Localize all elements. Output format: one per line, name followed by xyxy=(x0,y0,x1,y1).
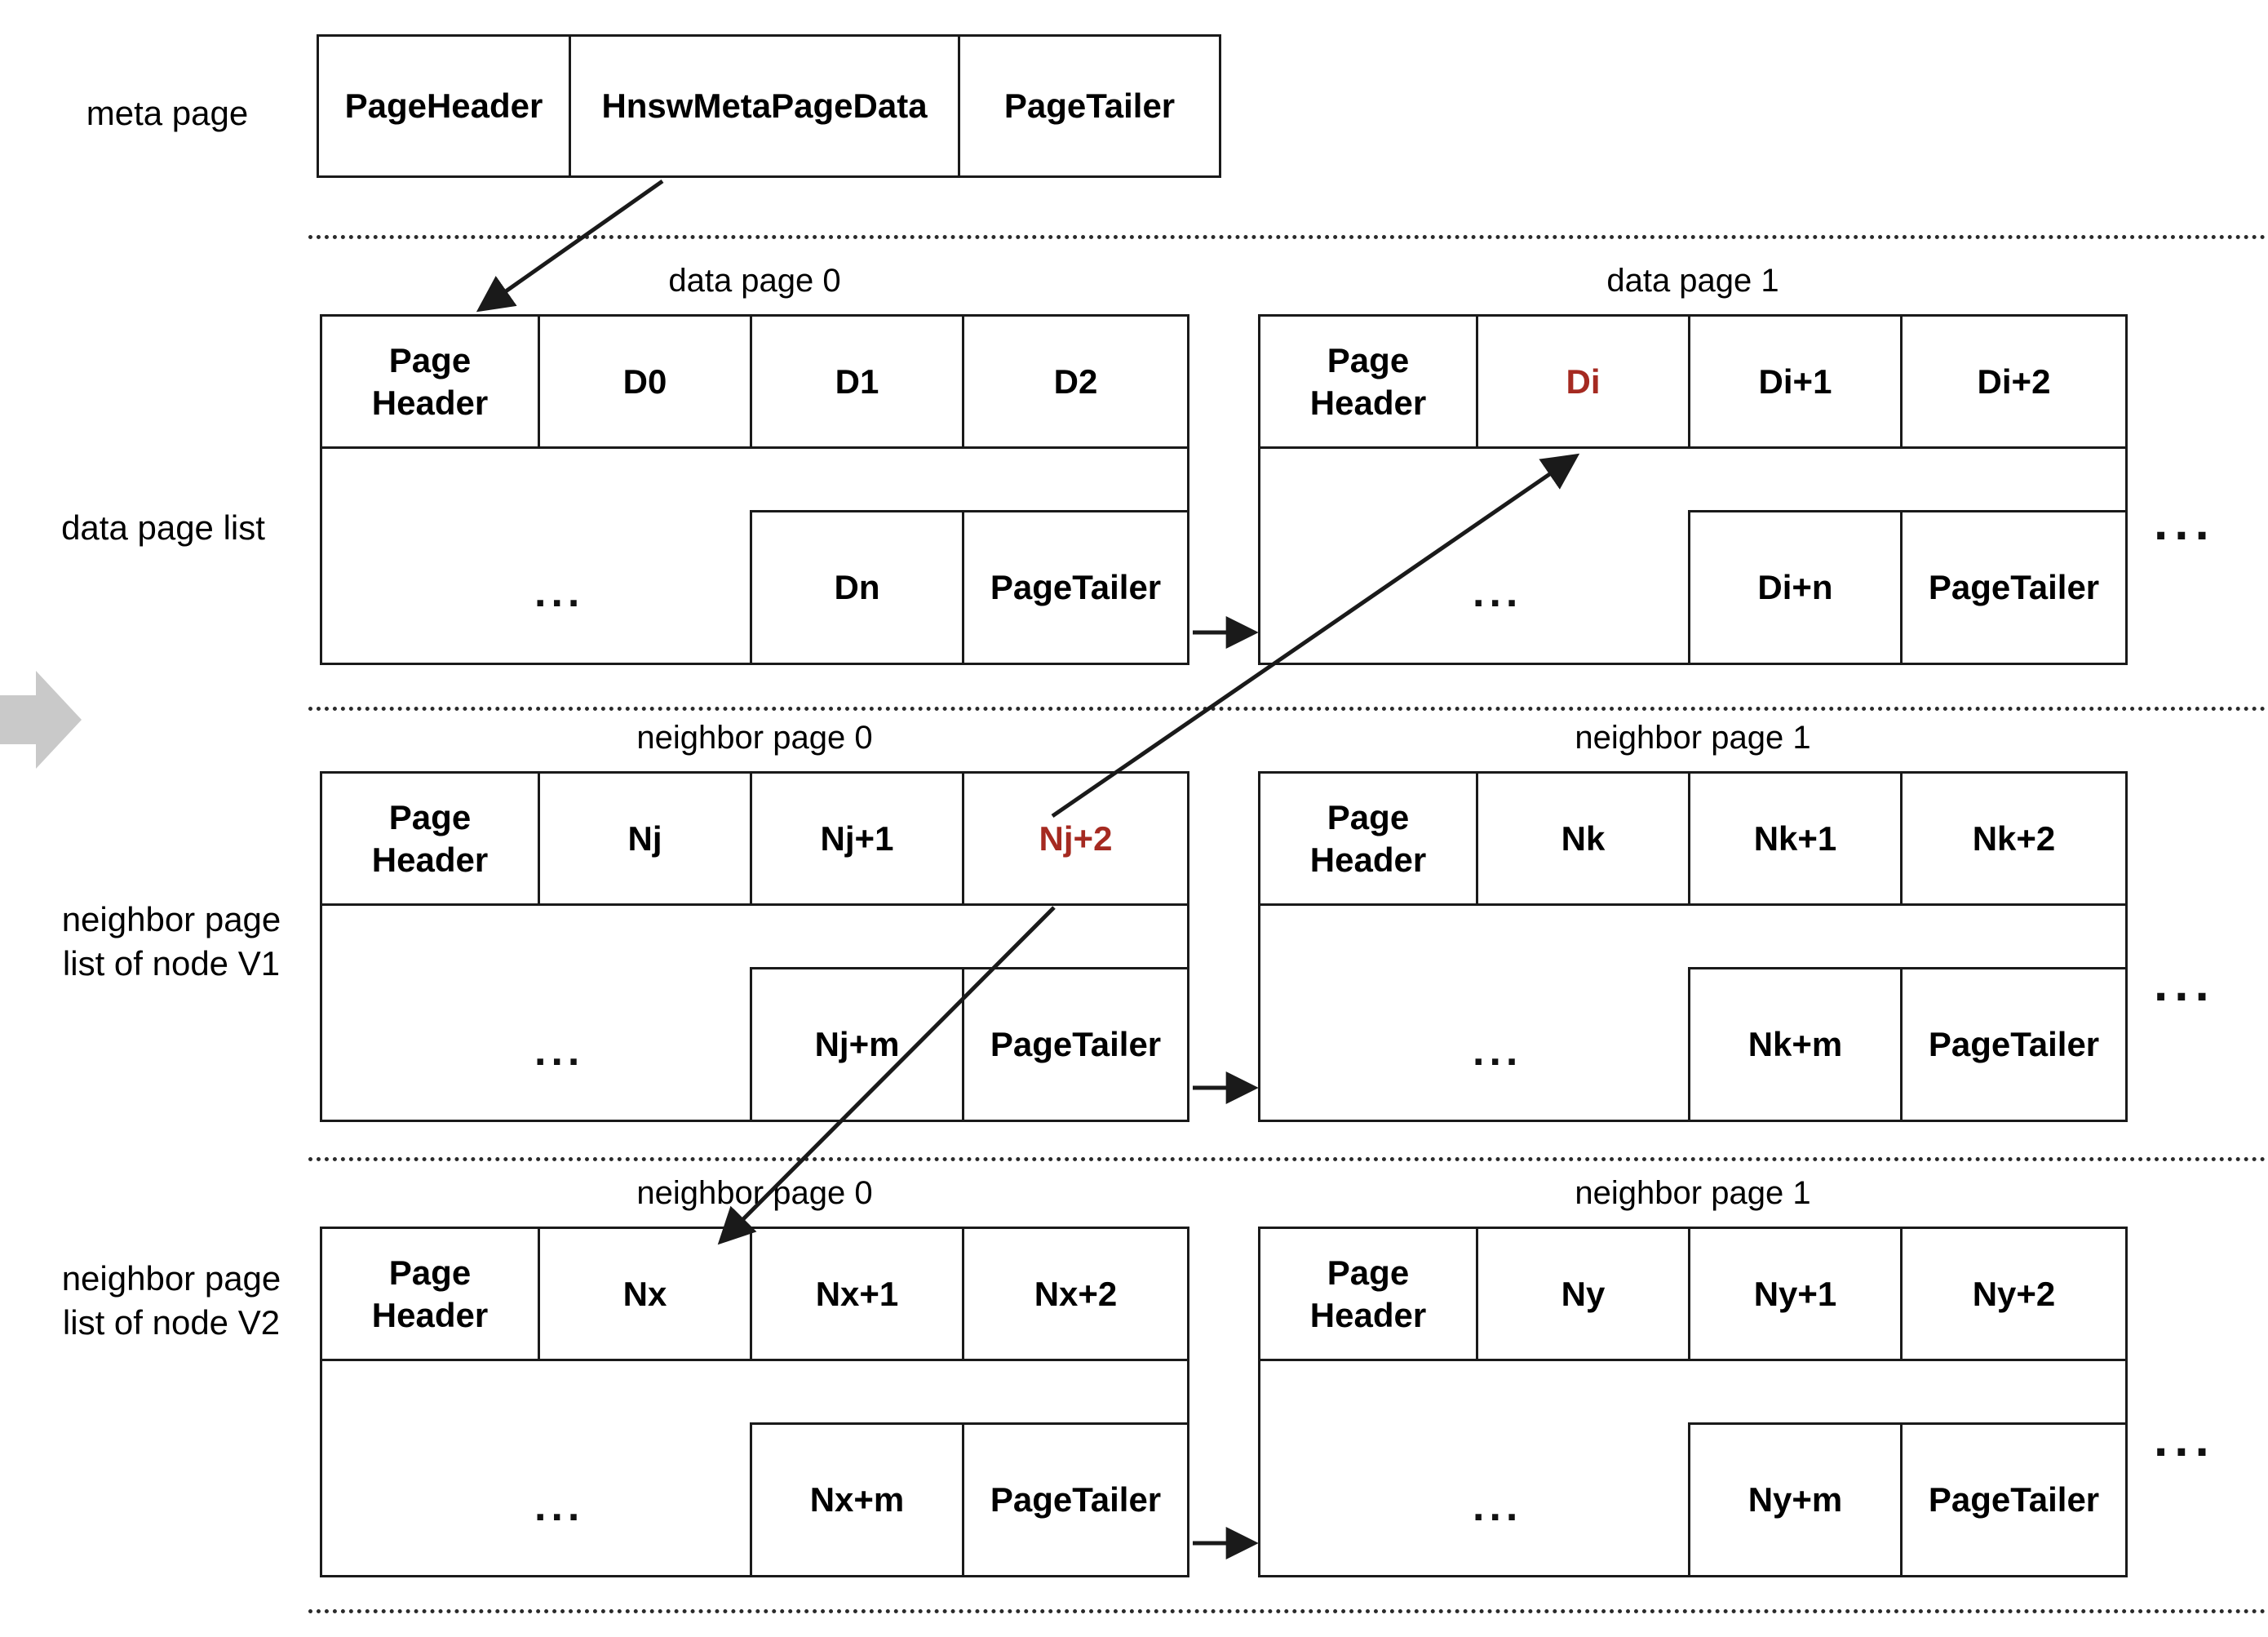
neighbor-v1-page-1-cell-nk-plus-2: Nk+2 xyxy=(1900,771,2128,906)
neighbor-v2-page-0-row2-ellipsis: ... xyxy=(534,1483,585,1530)
neighbor-v1-continuation-ellipsis: ... xyxy=(2154,956,2216,1012)
data-page-0-cell-dn: Dn xyxy=(750,510,964,665)
caption-neighbor-v2-page-0: neighbor page 0 xyxy=(636,1175,873,1211)
gray-pointer-arrow xyxy=(0,671,82,769)
data-page-1-cell-di: Di xyxy=(1476,314,1690,449)
data-page-0-cell-d0: D0 xyxy=(538,314,752,449)
section-separator-3 xyxy=(308,1157,2266,1161)
neighbor-v2-page-1-cell-page-tailer: PageTailer xyxy=(1900,1422,2128,1577)
data-page-1-cell-di-plus-2: Di+2 xyxy=(1900,314,2128,449)
data-page-0-cell-d1: D1 xyxy=(750,314,964,449)
neighbor-v1-page-0-cell-nj-plus-m: Nj+m xyxy=(750,967,964,1122)
section-separator-4 xyxy=(308,1609,2266,1613)
caption-data-page-0: data page 0 xyxy=(668,263,841,299)
neighbor-v1-page-1-cell-page-header: Page Header xyxy=(1258,771,1478,906)
neighbor-v1-page-0-cell-nj-plus-2: Nj+2 xyxy=(962,771,1189,906)
data-page-0-cell-page-header: Page Header xyxy=(320,314,540,449)
neighbor-v2-page-1-cell-page-header: Page Header xyxy=(1258,1227,1478,1361)
data-page-0-cell-d2: D2 xyxy=(962,314,1189,449)
meta-page-cell-page-tailer: PageTailer xyxy=(958,34,1221,178)
caption-neighbor-v2-page-1: neighbor page 1 xyxy=(1575,1175,1811,1211)
data-page-0-row2-ellipsis: ... xyxy=(534,569,585,616)
neighbor-v2-page-1-row2-ellipsis: ... xyxy=(1473,1483,1523,1530)
caption-neighbor-v1-page-1: neighbor page 1 xyxy=(1575,720,1811,756)
neighbor-v1-page-0-cell-page-tailer: PageTailer xyxy=(962,967,1189,1122)
neighbor-v1-page-0-cell-page-header: Page Header xyxy=(320,771,540,906)
neighbor-v1-page-1-cell-nk-plus-m: Nk+m xyxy=(1688,967,1903,1122)
section-separator-1 xyxy=(308,235,2266,239)
meta-page-cell-hnsw-meta-page-data: HnswMetaPageData xyxy=(569,34,960,178)
caption-data-page-1: data page 1 xyxy=(1606,263,1779,299)
neighbor-v1-page-0-cell-nj: Nj xyxy=(538,771,752,906)
neighbor-v1-page-0-cell-nj-plus-1: Nj+1 xyxy=(750,771,964,906)
row-label-meta-page: meta page xyxy=(86,94,249,132)
data-page-1-cell-page-header: Page Header xyxy=(1258,314,1478,449)
data-page-1-cell-page-tailer: PageTailer xyxy=(1900,510,2128,665)
neighbor-v1-page-1-cell-page-tailer: PageTailer xyxy=(1900,967,2128,1122)
neighbor-v2-page-1-cell-ny-plus-2: Ny+2 xyxy=(1900,1227,2128,1361)
row-label-neighbor-list-v2: neighbor page list of node V2 xyxy=(61,1259,281,1342)
neighbor-v2-page-0-cell-page-tailer: PageTailer xyxy=(962,1422,1189,1577)
neighbor-v2-page-1-cell-ny-plus-m: Ny+m xyxy=(1688,1422,1903,1577)
meta-page-cell-page-header: PageHeader xyxy=(317,34,571,178)
row-label-neighbor-list-v1: neighbor page list of node V1 xyxy=(61,900,281,983)
neighbor-v2-continuation-ellipsis: ... xyxy=(2154,1411,2216,1467)
row-label-data-page-list: data page list xyxy=(61,508,265,547)
section-separator-2 xyxy=(308,707,2266,711)
neighbor-v1-page-1-cell-nk-plus-1: Nk+1 xyxy=(1688,771,1903,906)
neighbor-v2-page-0-cell-nx: Nx xyxy=(538,1227,752,1361)
data-page-1-cell-di-plus-1: Di+1 xyxy=(1688,314,1903,449)
neighbor-v1-page-1-cell-nk: Nk xyxy=(1476,771,1690,906)
neighbor-v2-page-1-cell-ny: Ny xyxy=(1476,1227,1690,1361)
neighbor-v2-page-0-cell-nx-plus-1: Nx+1 xyxy=(750,1227,964,1361)
data-page-0-cell-page-tailer: PageTailer xyxy=(962,510,1189,665)
neighbor-v2-page-0-cell-nx-plus-m: Nx+m xyxy=(750,1422,964,1577)
data-page-1-cell-di-plus-n: Di+n xyxy=(1688,510,1903,665)
data-page-1-row2-ellipsis: ... xyxy=(1473,569,1523,616)
neighbor-v2-page-0-cell-page-header: Page Header xyxy=(320,1227,540,1361)
caption-neighbor-v1-page-0: neighbor page 0 xyxy=(636,720,873,756)
neighbor-v1-page-1-row2-ellipsis: ... xyxy=(1473,1027,1523,1075)
neighbor-v2-page-0-cell-nx-plus-2: Nx+2 xyxy=(962,1227,1189,1361)
neighbor-v2-page-1-cell-ny-plus-1: Ny+1 xyxy=(1688,1227,1903,1361)
data-page-list-continuation-ellipsis: ... xyxy=(2154,495,2216,551)
neighbor-v1-page-0-row2-ellipsis: ... xyxy=(534,1027,585,1075)
